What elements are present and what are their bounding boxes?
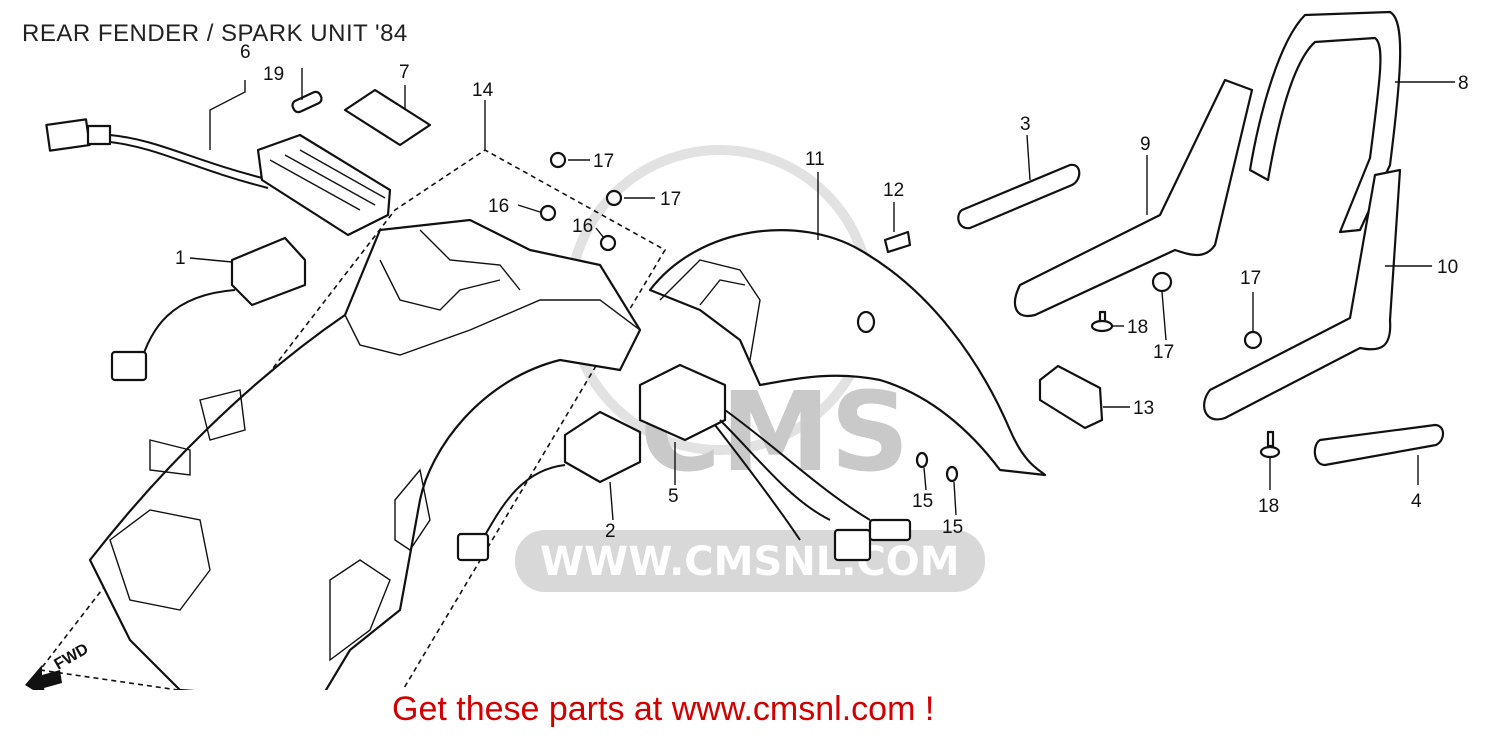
footer-link-text[interactable]: Get these parts at www.cmsnl.com ! xyxy=(392,690,935,728)
reflector-3 xyxy=(957,163,1081,230)
watermark-url: WWW.CMSNL.COM xyxy=(540,539,960,585)
washer-15-a xyxy=(915,451,929,469)
bolt-16-a xyxy=(539,204,557,222)
callout-12: 12 xyxy=(883,180,904,201)
rear-fender-14 xyxy=(88,218,642,690)
side-rail-10 xyxy=(1203,168,1402,421)
callout-17-c: 17 xyxy=(1240,268,1261,289)
nut-17-d xyxy=(1243,330,1263,350)
fender-assembly-outline xyxy=(38,149,667,690)
spark-unit-5 xyxy=(638,363,912,562)
callout-10: 10 xyxy=(1437,257,1458,278)
callout-18-b: 18 xyxy=(1258,496,1279,517)
bracket-13 xyxy=(1038,364,1104,430)
callout-19: 19 xyxy=(263,64,284,85)
bolt-18-b xyxy=(1266,430,1275,448)
callout-5: 5 xyxy=(668,486,679,507)
side-rail-9 xyxy=(1013,78,1254,318)
washer-15-b xyxy=(945,465,959,483)
fuse-19 xyxy=(291,90,323,114)
callout-14: 14 xyxy=(472,80,494,101)
callout-8: 8 xyxy=(1458,73,1469,94)
callout-3: 3 xyxy=(1020,114,1031,135)
reflector-4 xyxy=(1313,423,1445,467)
leader-lines xyxy=(189,68,1455,521)
spark-unit-2 xyxy=(456,410,642,562)
spark-unit-1 xyxy=(110,236,307,382)
nut-17-b xyxy=(605,189,623,207)
callout-16-a: 16 xyxy=(488,196,509,217)
callout-17-a: 17 xyxy=(593,151,614,172)
front-fender-11 xyxy=(648,229,1047,477)
forward-direction-arrow: FWD xyxy=(25,641,92,690)
nut-17-a xyxy=(549,151,567,169)
bolt-16-b xyxy=(599,234,617,252)
fwd-label: FWD xyxy=(52,641,92,674)
callout-1: 1 xyxy=(175,248,186,269)
callout-numbers: 6 19 7 14 1 17 17 16 16 11 12 3 9 8 10 1… xyxy=(175,42,1469,542)
callout-15-b: 15 xyxy=(942,517,963,538)
callout-17-d: 17 xyxy=(1153,342,1174,363)
callout-18-a: 18 xyxy=(1127,317,1148,338)
callout-4: 4 xyxy=(1411,491,1422,512)
wire-harness-6 xyxy=(45,118,392,237)
callout-13: 13 xyxy=(1133,398,1154,419)
grab-rail-8 xyxy=(1248,10,1402,234)
diagram-title: REAR FENDER / SPARK UNIT '84 xyxy=(22,20,408,47)
callout-9: 9 xyxy=(1140,134,1151,155)
callout-15-a: 15 xyxy=(912,491,933,512)
callout-17-b: 17 xyxy=(660,189,681,210)
nut-17-c xyxy=(1151,271,1173,293)
callout-2: 2 xyxy=(605,521,616,542)
hardware xyxy=(539,151,1281,483)
plug-12 xyxy=(883,230,912,254)
exploded-parts-diagram: CMS WWW.CMSNL.COM xyxy=(25,10,1469,690)
callout-6: 6 xyxy=(240,42,251,63)
caution-label-7 xyxy=(343,88,432,147)
callout-7: 7 xyxy=(399,62,410,83)
callout-11: 11 xyxy=(805,149,825,170)
callout-16-b: 16 xyxy=(572,216,593,237)
